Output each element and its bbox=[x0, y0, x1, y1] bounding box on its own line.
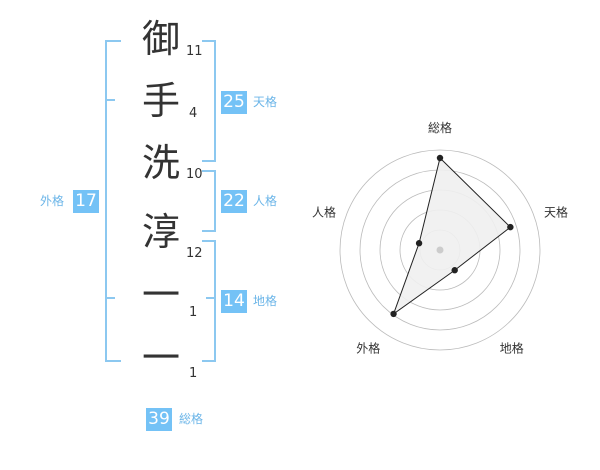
radar-axis-label: 外格 bbox=[356, 341, 380, 356]
gaikaku-bracket-tick bbox=[105, 297, 115, 299]
radar-axis-label: 地格 bbox=[500, 341, 524, 356]
radar-point bbox=[507, 223, 514, 231]
jinkaku-label: 人格 bbox=[253, 194, 278, 208]
soukaku-label: 総格 bbox=[179, 412, 204, 426]
gaikaku-bracket bbox=[105, 40, 121, 362]
radar-point bbox=[415, 240, 423, 247]
soukaku-score: 39 bbox=[146, 408, 172, 431]
tenkaku-label: 天格 bbox=[253, 95, 278, 109]
name-char-5: 一 bbox=[141, 273, 180, 317]
tenkaku-bracket bbox=[202, 40, 216, 162]
name-char-4: 淳 bbox=[141, 210, 180, 254]
radar-axis-label: 天格 bbox=[544, 204, 568, 219]
stroke-count-6: 1 bbox=[189, 366, 198, 381]
name-char-2: 手 bbox=[141, 79, 180, 123]
jinkaku-score: 22 bbox=[221, 190, 247, 213]
stroke-count-4: 12 bbox=[186, 246, 203, 261]
chikaku-bracket-tick bbox=[206, 297, 216, 299]
gaikaku-score: 17 bbox=[73, 190, 99, 213]
gaikaku-label: 外格 bbox=[40, 194, 65, 208]
chikaku-label: 地格 bbox=[253, 294, 278, 308]
stroke-count-5: 1 bbox=[189, 305, 198, 320]
radar-axis-label: 人格 bbox=[312, 204, 336, 219]
name-char-1: 御 bbox=[141, 17, 180, 61]
gaikaku-bracket-tick bbox=[105, 99, 115, 101]
radar-ring bbox=[339, 149, 541, 351]
tenkaku-score: 25 bbox=[221, 91, 247, 114]
radar-point bbox=[451, 267, 458, 274]
radar-center-dot bbox=[436, 246, 444, 254]
radar-axis-label: 総格 bbox=[428, 120, 452, 135]
chikaku-score: 14 bbox=[221, 290, 247, 313]
radar-point bbox=[390, 310, 397, 318]
stroke-count-3: 10 bbox=[186, 167, 203, 182]
radar-polygon bbox=[392, 157, 512, 316]
stroke-count-1: 11 bbox=[186, 44, 203, 59]
stroke-count-2: 4 bbox=[189, 106, 198, 121]
chikaku-bracket bbox=[202, 240, 216, 362]
jinkaku-bracket bbox=[202, 170, 216, 232]
name-char-3: 洗 bbox=[141, 141, 180, 185]
radar-point bbox=[436, 154, 444, 162]
name-char-6: 一 bbox=[141, 336, 180, 380]
